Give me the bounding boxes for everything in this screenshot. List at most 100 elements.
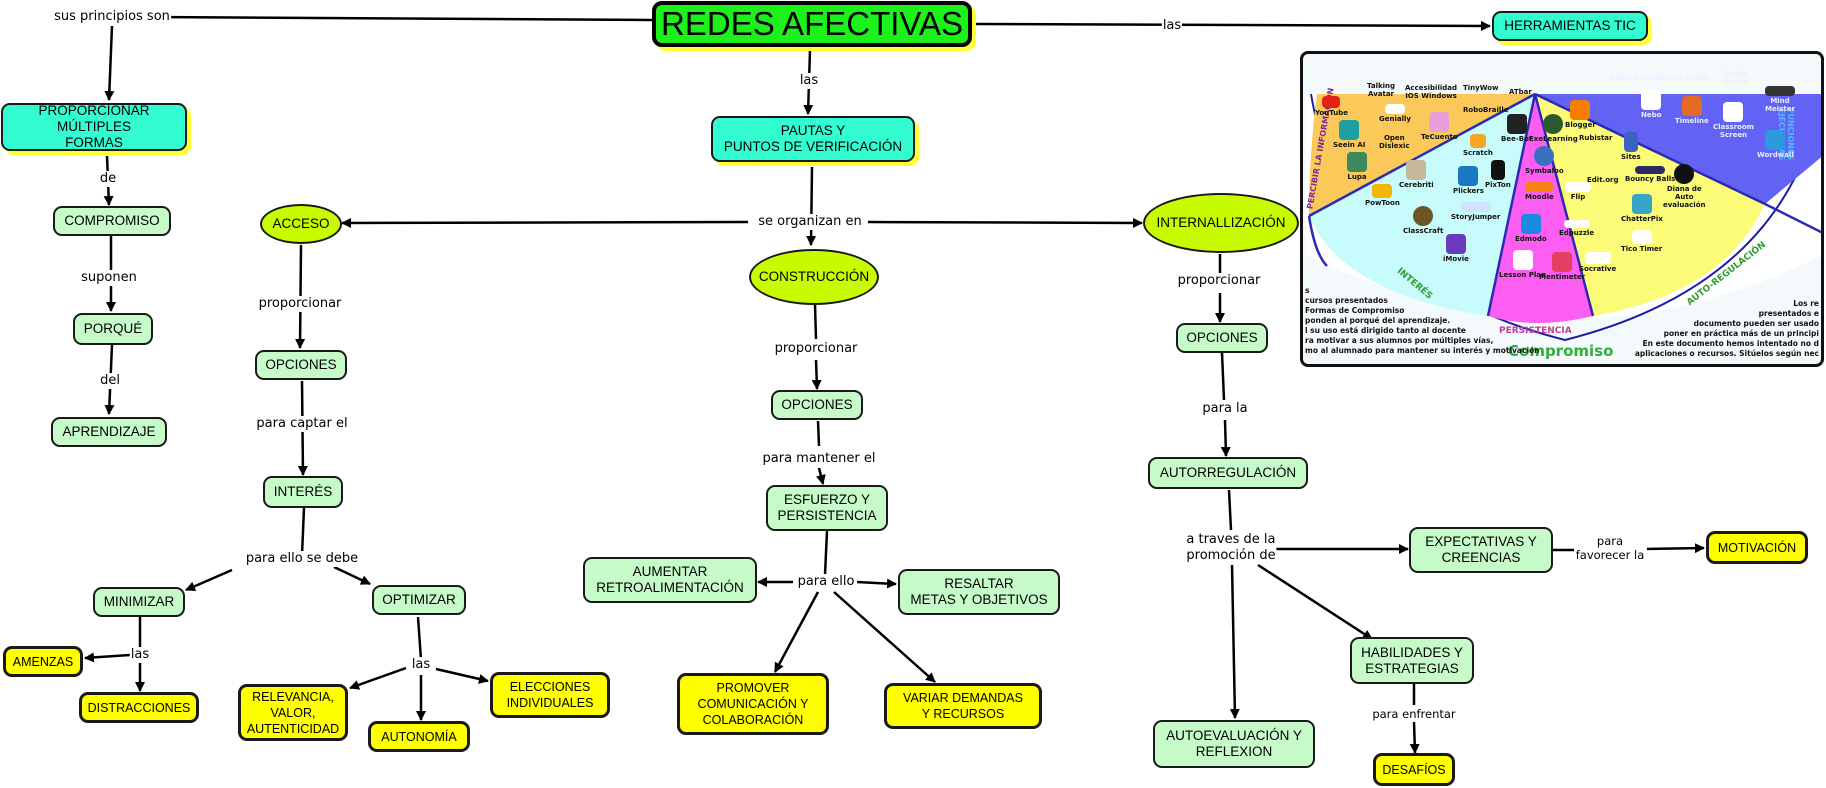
tool-seein-ai: Seein AI bbox=[1333, 120, 1365, 149]
tool-scratch: Scratch bbox=[1463, 134, 1493, 157]
tool-nebo: Nebo bbox=[1641, 90, 1661, 119]
node-acceso[interactable]: ACCESO bbox=[260, 204, 342, 244]
tool-edpuzzle: Edpuzzle bbox=[1559, 220, 1594, 237]
tool-pearltrees: Pearltrees bbox=[1641, 74, 1682, 82]
tool-wordwall: Wordwall bbox=[1757, 130, 1794, 159]
tool-atbar: ATbar bbox=[1509, 88, 1532, 96]
node-desafios[interactable]: DESAFÍOS bbox=[1373, 753, 1455, 786]
tool-lupa: Lupa bbox=[1347, 152, 1367, 181]
herramientas-tic-image: PERCIBIR LA INFORMACIÓN INTERÉS PERSISTE… bbox=[1300, 51, 1824, 367]
node-optimizar[interactable]: OPTIMIZAR bbox=[372, 585, 466, 615]
tool-diana-autoevaluacion: Diana de Auto evaluación bbox=[1663, 164, 1705, 209]
node-habilidades-estrategias[interactable]: HABILIDADES Y ESTRATEGIAS bbox=[1350, 637, 1474, 684]
node-autorregulacion[interactable]: AUTORREGULACIÓN bbox=[1148, 457, 1308, 489]
link-label-para-enfrentar: para enfrentar bbox=[1371, 707, 1457, 721]
node-relevancia-valor-autenticidad[interactable]: RELEVANCIA, VALOR, AUTENTICIDAD bbox=[238, 684, 348, 741]
node-construccion[interactable]: CONSTRUCCIÓN bbox=[749, 249, 879, 305]
tool-adapro: Adapro bbox=[1609, 74, 1638, 82]
tool-classroom-screen: Classroom Screen bbox=[1713, 102, 1754, 139]
link-label-para-ello: para ello bbox=[796, 574, 856, 590]
tool-open-dislexic: Open Dislexic bbox=[1379, 134, 1410, 150]
tic-note-right: Los re presentados e documento pueden se… bbox=[1634, 299, 1819, 358]
node-aprendizaje[interactable]: APRENDIZAJE bbox=[51, 417, 167, 447]
node-expectativas-creencias[interactable]: EXPECTATIVAS Y CREENCIAS bbox=[1409, 527, 1553, 573]
link-label-suponen: suponen bbox=[80, 270, 138, 286]
tool-rubistar: Rubistar bbox=[1579, 134, 1613, 142]
segment-label-persistencia: PERSISTENCIA bbox=[1499, 326, 1572, 336]
node-internalizacion[interactable]: INTERNALLIZACIÓN bbox=[1143, 193, 1299, 253]
link-label-para-ello-se-debe: para ello se debe bbox=[244, 551, 360, 567]
node-distracciones[interactable]: DISTRACCIONES bbox=[79, 692, 199, 723]
edge bbox=[974, 20, 1491, 31]
node-interes[interactable]: INTERÉS bbox=[263, 476, 343, 508]
node-pautas-puntos-verificacion[interactable]: PAUTAS Y PUNTOS DE VERIFICACIÓN bbox=[711, 116, 915, 162]
edge bbox=[867, 217, 1143, 228]
node-opciones-construccion[interactable]: OPCIONES bbox=[771, 390, 863, 420]
node-elecciones-individuales[interactable]: ELECCIONES INDIVIDUALES bbox=[490, 672, 610, 718]
node-compromiso[interactable]: COMPROMISO bbox=[53, 206, 171, 236]
root-node-redes-afectivas[interactable]: REDES AFECTIVAS bbox=[652, 1, 972, 47]
tool-pixton: PixTon bbox=[1485, 160, 1511, 189]
link-label-del: del bbox=[99, 373, 121, 389]
tool-chatterpix: ChatterPix bbox=[1621, 194, 1663, 223]
tool-flip: Flip bbox=[1565, 182, 1591, 201]
link-label-proporcionar-construccion: proporcionar bbox=[773, 341, 859, 357]
tool-genially: Genially bbox=[1379, 104, 1411, 123]
tool-storyjumper: StoryJumper bbox=[1451, 202, 1500, 221]
link-label-para-favorecer-la: para favorecer la bbox=[1574, 534, 1646, 562]
tool-edit-org: Edit.org bbox=[1587, 176, 1619, 184]
node-opciones-internalizacion[interactable]: OPCIONES bbox=[1176, 323, 1268, 353]
node-proporcionar-multiples-formas[interactable]: PROPORCIONAR MÚLTIPLES FORMAS bbox=[1, 103, 187, 151]
node-resaltar-metas[interactable]: RESALTAR METAS Y OBJETIVOS bbox=[898, 569, 1060, 615]
edge bbox=[1257, 563, 1373, 641]
tool-talking-avatar: Talking Avatar bbox=[1367, 82, 1396, 98]
tool-tico-timer: Tico Timer bbox=[1621, 230, 1662, 253]
node-aumentar-retroalimentacion[interactable]: AUMENTAR RETROALIMENTACIÓN bbox=[583, 557, 757, 603]
tool-edmodo: Edmodo bbox=[1515, 214, 1547, 243]
edge bbox=[349, 666, 407, 690]
node-amenzas[interactable]: AMENZAS bbox=[3, 646, 83, 677]
tool-socrative: Socrative bbox=[1579, 252, 1616, 273]
link-label-para-la: para la bbox=[1201, 401, 1249, 417]
node-porque[interactable]: PORQUÉ bbox=[73, 313, 153, 345]
node-minimizar[interactable]: MINIMIZAR bbox=[93, 587, 185, 617]
edge bbox=[833, 591, 936, 683]
node-autonomia[interactable]: AUTONOMÍA bbox=[368, 721, 470, 752]
tic-note-left: s cursos presentados Formas de Compromis… bbox=[1305, 286, 1540, 355]
edge bbox=[341, 217, 749, 228]
tool-classcraft: ClassCraft bbox=[1403, 206, 1443, 235]
link-label-sus-principios-son: sus principios son bbox=[53, 9, 171, 25]
edge bbox=[435, 667, 489, 684]
edge bbox=[1646, 543, 1705, 554]
node-herramientas-tic[interactable]: HERRAMIENTAS TIC bbox=[1492, 11, 1648, 41]
tool-tecuento: TeCuento bbox=[1421, 112, 1458, 141]
tool-mind-meister: Mind Meister bbox=[1765, 86, 1795, 113]
tool-tinywow: TinyWow bbox=[1463, 84, 1499, 92]
node-promover-comunicacion[interactable]: PROMOVER COMUNICACIÓN Y COLABORACIÓN bbox=[677, 673, 829, 735]
edge bbox=[149, 15, 653, 22]
edge bbox=[84, 652, 131, 663]
link-label-las: las bbox=[798, 73, 820, 89]
tool-bouncy-balls: Bouncy Balls bbox=[1625, 166, 1675, 183]
segment-label-compromiso: Compromiso bbox=[1508, 342, 1614, 360]
node-motivacion[interactable]: MOTIVACIÓN bbox=[1706, 531, 1808, 564]
node-autoevaluacion-reflexion[interactable]: AUTOEVALUACIÓN Y REFLEXION bbox=[1153, 720, 1315, 768]
edge bbox=[773, 591, 820, 673]
edge bbox=[104, 25, 115, 101]
tool-blogger: Blogger bbox=[1565, 100, 1596, 129]
node-esfuerzo-persistencia[interactable]: ESFUERZO Y PERSISTENCIA bbox=[766, 485, 888, 531]
edge bbox=[1220, 419, 1231, 457]
edge bbox=[815, 467, 826, 485]
tool-timeline: Timeline bbox=[1675, 96, 1709, 125]
tic-wheel-graphic bbox=[1305, 92, 1821, 342]
edge bbox=[300, 507, 306, 556]
node-opciones-acceso[interactable]: OPCIONES bbox=[255, 350, 347, 380]
tool-lesson-plan: Lesson Plan bbox=[1499, 250, 1546, 279]
link-label-proporcionar-internalizacion: proporcionar bbox=[1176, 273, 1262, 289]
tool-imovie: iMovie bbox=[1443, 234, 1469, 263]
edge bbox=[813, 303, 818, 340]
link-label-las-tic: las bbox=[1161, 18, 1183, 34]
tool-moodle: Moodle bbox=[1525, 182, 1554, 201]
node-variar-demandas[interactable]: VARIAR DEMANDAS Y RECURSOS bbox=[884, 683, 1042, 729]
